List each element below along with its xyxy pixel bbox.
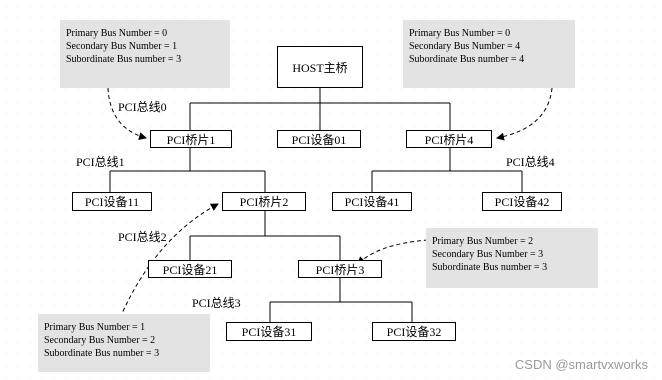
bridge2-node: PCI桥片2: [222, 192, 306, 211]
bridge4-primary: Primary Bus Number = 0: [409, 28, 511, 39]
bridge3-subordinate: Subordinate Bus number = 3: [432, 262, 548, 273]
host-bridge-node: HOST主桥: [277, 46, 363, 88]
arrow-to-bridge4: [496, 87, 553, 141]
bridge2-info-box: Primary Bus Number = 1 Secondary Bus Num…: [38, 314, 210, 372]
arrow-to-bridge1: [107, 87, 147, 140]
watermark: CSDN @smartvxworks: [514, 357, 648, 372]
device01-node: PCI设备01: [277, 130, 361, 148]
device41-node: PCI设备41: [332, 192, 412, 211]
arrow-to-bridge3: [357, 239, 429, 265]
bridge3-primary: Primary Bus Number = 2: [432, 236, 534, 247]
device32-node: PCI设备32: [372, 322, 456, 341]
bridge1-node: PCI桥片1: [150, 130, 232, 148]
device11-node: PCI设备11: [72, 192, 152, 211]
bus3-label: PCI总线3: [192, 296, 241, 310]
bridge4-secondary: Secondary Bus Number = 4: [409, 41, 521, 52]
bus4-line: [371, 148, 523, 192]
bus0-label: PCI总线0: [118, 100, 167, 114]
bus0-line: [189, 88, 451, 130]
bus3-line: [269, 278, 413, 322]
device42-node: PCI设备42: [482, 192, 562, 211]
device21-node: PCI设备21: [148, 260, 232, 278]
bridge3-secondary: Secondary Bus Number = 3: [432, 249, 544, 260]
bus2-label: PCI总线2: [118, 230, 167, 244]
bridge4-info-box: Primary Bus Number = 0 Secondary Bus Num…: [403, 20, 575, 88]
bridge4-subordinate: Subordinate Bus number = 4: [409, 54, 525, 65]
bridge1-primary: Primary Bus Number = 0: [66, 28, 168, 39]
bus4-label: PCI总线4: [506, 155, 555, 169]
device31-node: PCI设备31: [226, 322, 312, 341]
arrow-to-bridge2: [119, 203, 219, 319]
bridge1-subordinate: Subordinate Bus number = 3: [66, 54, 182, 65]
bus1-line: [109, 148, 266, 192]
bus2-line: [189, 210, 341, 260]
bridge1-info-box: Primary Bus Number = 0 Secondary Bus Num…: [60, 20, 230, 88]
bus1-label: PCI总线1: [76, 155, 125, 169]
bridge2-secondary: Secondary Bus Number = 2: [44, 335, 156, 346]
bridge4-node: PCI桥片4: [406, 130, 492, 148]
bridge3-node: PCI桥片3: [298, 260, 382, 278]
bridge1-secondary: Secondary Bus Number = 1: [66, 41, 178, 52]
bridge2-subordinate: Subordinate Bus number = 3: [44, 348, 160, 359]
bridge3-info-box: Primary Bus Number = 2 Secondary Bus Num…: [426, 228, 598, 288]
bridge2-primary: Primary Bus Number = 1: [44, 322, 146, 333]
